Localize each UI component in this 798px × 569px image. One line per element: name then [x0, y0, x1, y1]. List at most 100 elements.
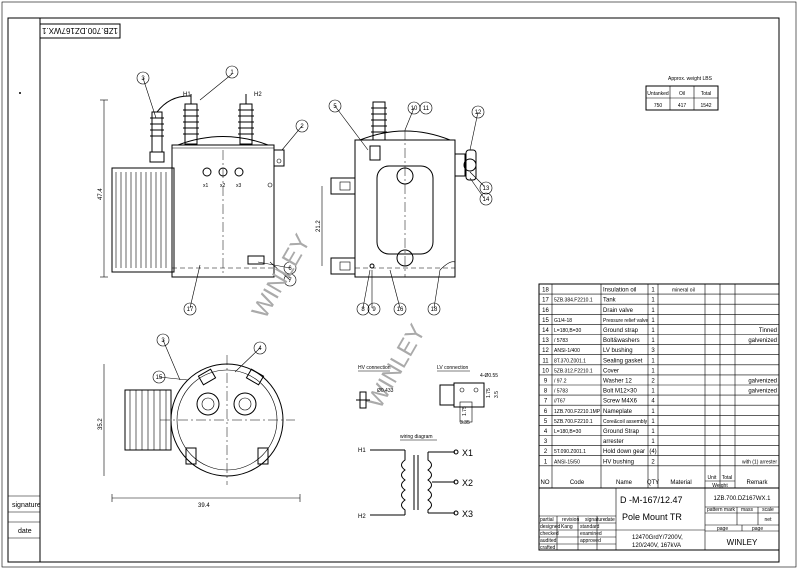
- title-row-crafted: crafted: [540, 545, 556, 551]
- hv-connection-dim: Ø0.433: [377, 388, 394, 394]
- title-company: WINLEY: [727, 538, 758, 547]
- title-spec-2: 120/240V, 167kVA: [632, 543, 681, 549]
- bom-header-weight: Weight: [712, 483, 728, 489]
- bom-cell-remark: galvenized: [748, 379, 777, 385]
- wiring-h1: H1: [358, 448, 366, 454]
- dim-top-width: 39.4: [198, 503, 210, 509]
- drawing-number-box: [39, 23, 121, 39]
- bom-cell-no: 4: [544, 429, 548, 435]
- bom-cell-remark: galvenized: [748, 389, 777, 395]
- bom-table: NO Code Name QTY Material Unit Total Wei…: [538, 283, 780, 489]
- bom-cell-code: / 5783: [554, 338, 568, 344]
- title-name: Pole Mount TR: [622, 512, 682, 522]
- weight-header-total: Total: [701, 91, 712, 97]
- bom-cell-code: 5T.090.Z001.1: [554, 449, 586, 455]
- title-col-revision: revision: [562, 517, 579, 523]
- bom-cell-code: / 5783: [554, 389, 568, 395]
- callout-3: 3: [141, 76, 145, 82]
- bom-cell-name: HV bushing: [603, 459, 634, 465]
- title-col-signature: signature: [585, 517, 606, 523]
- title-page-2: page: [752, 526, 763, 532]
- bom-cell-name: Pressure relief valve: [603, 318, 649, 324]
- hv-connection-title: HV connection: [358, 365, 391, 371]
- weight-value-total: 1542: [700, 103, 711, 109]
- bom-cell-no: 13: [542, 338, 549, 344]
- bom-cell-code: 1ZB.700.F2210.1MP: [554, 409, 601, 415]
- title-page-1: page: [717, 526, 728, 532]
- tank-front: [171, 144, 275, 278]
- bom-cell-code: //T67: [554, 399, 566, 405]
- bom-cell-code: 8T.370.Z001.1: [554, 358, 586, 364]
- tank-cover-front: [177, 136, 269, 146]
- bom-cell-name: Sealing gasket: [603, 358, 643, 364]
- bom-cell-qty: 1: [651, 419, 655, 425]
- title-spec-1: 12470GrdY/7200V,: [632, 535, 683, 541]
- title-examined: examined: [580, 531, 602, 537]
- title-name-kang: Kang: [561, 524, 573, 530]
- bom-cell-code: L=180,B=30: [554, 328, 581, 334]
- terminal-h2: H2: [254, 92, 262, 98]
- bom-cell-no: 5: [544, 419, 548, 425]
- callout-5: 5: [333, 104, 337, 110]
- callout-10: 10: [411, 106, 418, 112]
- bom-cell-no: 17: [542, 298, 549, 304]
- bom-cell-code: / 97.2: [554, 379, 567, 385]
- bom-cell-no: 11: [542, 358, 549, 364]
- bom-cell-name: Insulation oil: [603, 288, 636, 294]
- weight-value-untanked: 750: [654, 103, 663, 109]
- bom-cell-code: 5ZB.312.F2210.1: [554, 368, 593, 374]
- callout-16: 16: [397, 307, 404, 313]
- bom-cell-qty: 1: [651, 338, 655, 344]
- title-mass: mass: [741, 507, 753, 513]
- bom-cell-qty: 1: [651, 318, 655, 324]
- title-row-checked: checked: [540, 531, 559, 537]
- callout-15: 15: [156, 375, 163, 381]
- bom-cell-no: 15: [542, 318, 549, 324]
- side-view: 21.2: [316, 101, 477, 278]
- lv-dim-c: 1.75: [462, 406, 468, 416]
- bom-cell-no: 16: [542, 308, 549, 314]
- bom-header-unit: Unit: [708, 475, 718, 481]
- bom-header-qty: QTY: [647, 480, 659, 486]
- bom-cell-qty: 1: [651, 298, 655, 304]
- lv-connection-detail: LV connection 4-Ø0.55 1.75 3.5 1.75 3.35: [437, 365, 500, 426]
- title-block: D -M-167/12.47 Pole Mount TR 12470GrdY/7…: [538, 487, 780, 551]
- bom-cell-name: Ground Strap: [603, 429, 640, 435]
- radiator: [111, 167, 175, 273]
- bom-cell-name: Tank: [603, 298, 617, 304]
- drawing-number-rotated: 1ZB.700.DZ167WX.1: [41, 26, 118, 35]
- bom-cell-remark: with (1) arrester: [742, 459, 777, 465]
- terminal-h1: H1: [183, 92, 191, 98]
- title-col-date: date: [605, 517, 615, 523]
- wiring-h2: H2: [358, 514, 366, 520]
- lv-connection-title: LV connection: [437, 365, 469, 371]
- bom-cell-qty: 1: [651, 368, 655, 374]
- bom-cell-qty: 2: [651, 459, 655, 465]
- bom-header-remark: Remark: [746, 480, 768, 486]
- callout-9: 9: [372, 307, 376, 313]
- terminal-x1: x1: [203, 183, 209, 189]
- bom-cell-name: Ground strap: [603, 328, 639, 334]
- dim-ground-spacing: 21.2: [316, 220, 322, 232]
- bom-cell-qty: 1: [651, 308, 655, 314]
- bom-cell-name: Hold down gear: [603, 449, 645, 455]
- lv-dim-d: 3.35: [460, 420, 470, 426]
- bom-cell-code: 5ZB.384.F2210.1: [554, 298, 593, 304]
- bom-cell-name: Nameplate: [603, 409, 633, 415]
- nameplate-marker: [247, 255, 265, 265]
- weight-header-untanked: Untanked: [647, 91, 669, 97]
- bom-cell-name: arrester: [603, 439, 624, 445]
- title-model: D -M-167/12.47: [620, 495, 683, 505]
- bom-cell-material: mineral oil: [672, 288, 695, 294]
- bom-cell-no: 9: [544, 379, 548, 385]
- title-net: net: [765, 517, 773, 523]
- bom-cell-qty: 1: [651, 288, 655, 294]
- bom-cell-no: 10: [542, 368, 549, 374]
- callout-11: 11: [423, 106, 430, 112]
- bom-cell-qty: (4): [649, 449, 656, 455]
- callout-17: 17: [187, 307, 194, 313]
- callout-13: 13: [483, 186, 490, 192]
- bom-header-total: Total: [722, 475, 733, 481]
- callout-18: 18: [431, 307, 438, 313]
